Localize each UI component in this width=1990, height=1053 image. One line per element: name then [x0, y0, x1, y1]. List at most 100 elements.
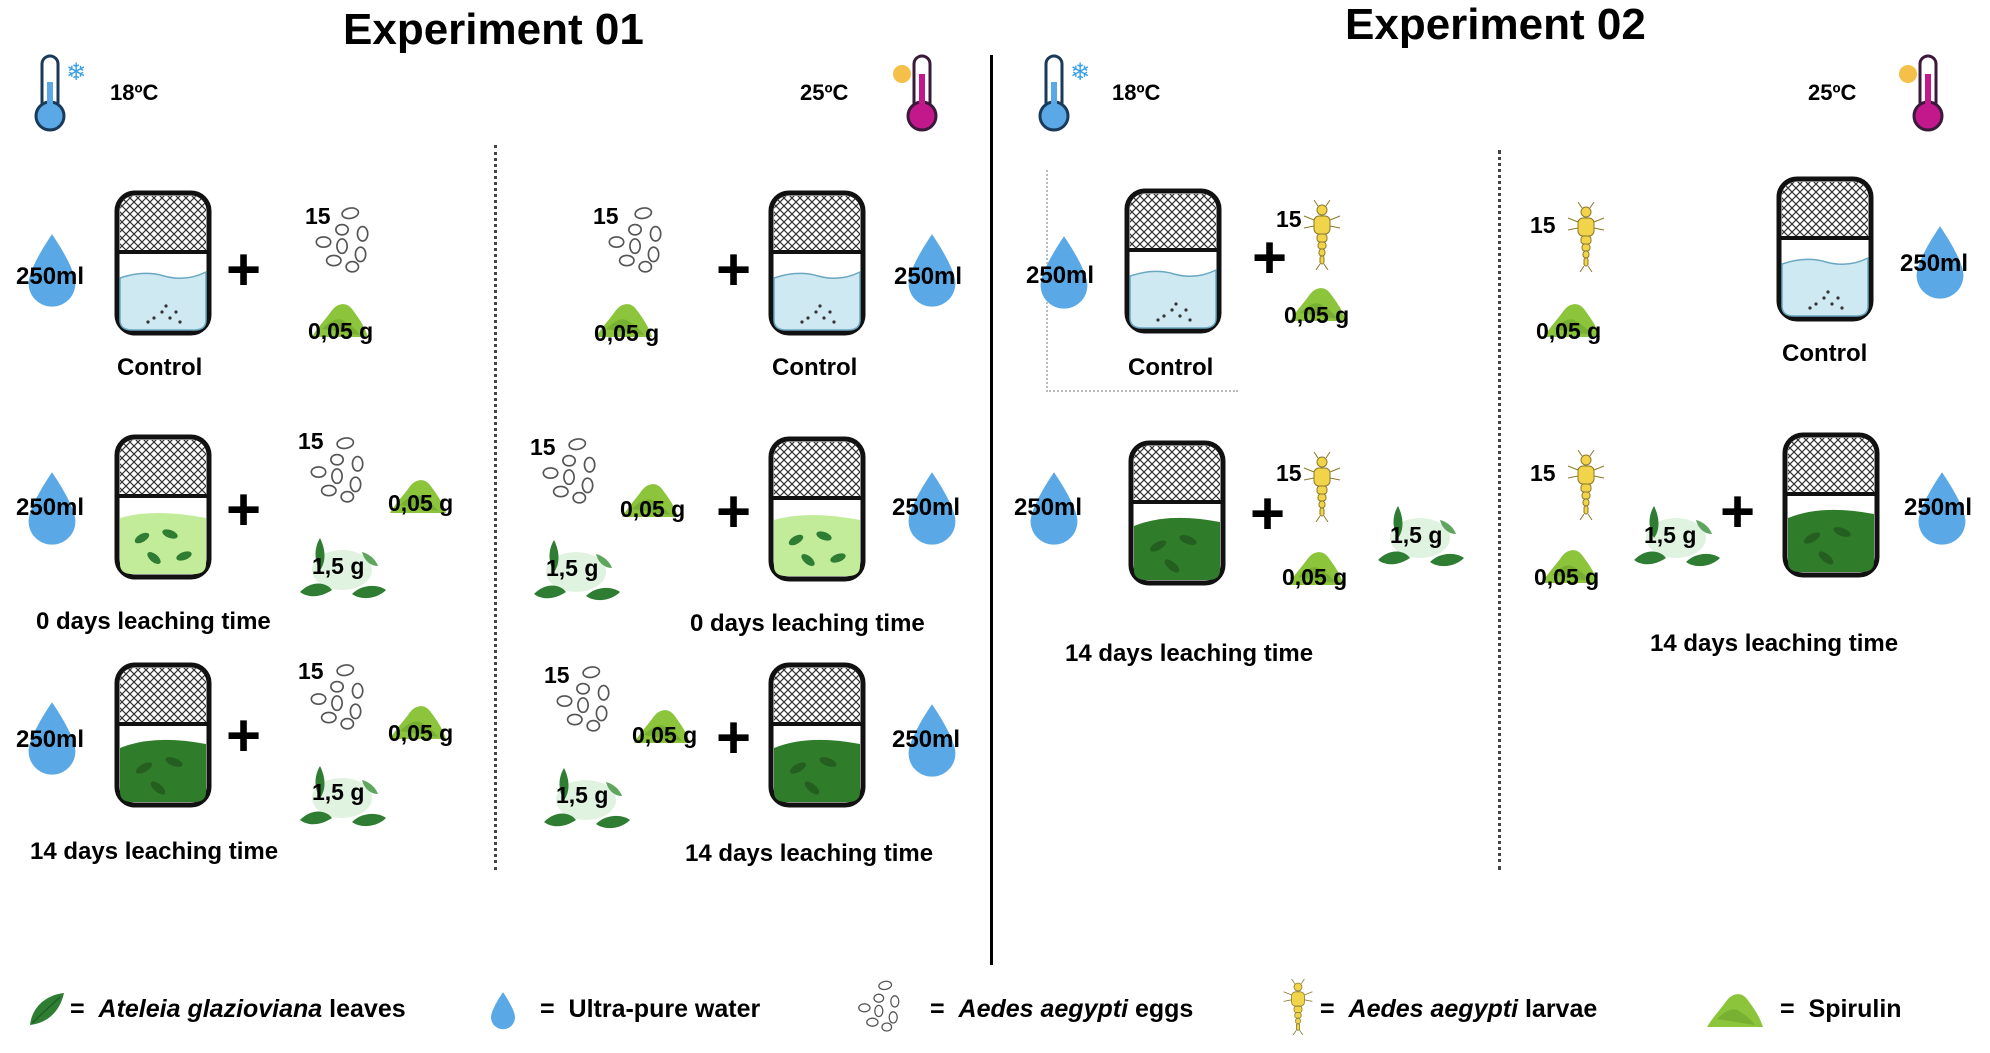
eggs-icon: [858, 979, 900, 1032]
thermometer-cold-icon: ❄: [1038, 54, 1090, 132]
caption-0-days: 0 days leaching time: [690, 610, 925, 637]
experiment-01-title: Experiment 01: [343, 5, 644, 54]
spirulin-amount: 0,05 g: [1536, 318, 1602, 344]
plus-icon: +: [1250, 480, 1286, 547]
temperature-cold-label: 18ºC: [1112, 80, 1161, 105]
temperature-divider: [494, 145, 497, 870]
legend-equals: =: [1320, 995, 1335, 1023]
spirulin-amount: 0,05 g: [1284, 302, 1350, 328]
eggs-count: 15: [298, 658, 324, 684]
spirulin-amount: 0,05 g: [620, 496, 686, 522]
leaves-amount: 1,5 g: [1390, 522, 1443, 548]
caption-14-days: 14 days leaching time: [1065, 640, 1314, 667]
leaves-amount: 1,5 g: [546, 555, 599, 581]
caption-14-days: 14 days leaching time: [685, 840, 934, 867]
spirulin-amount: 0,05 g: [632, 722, 698, 748]
volume-label: 250ml: [16, 726, 85, 753]
larva-icon: [1303, 452, 1341, 522]
eggs-icon: [310, 435, 364, 503]
jar-icon: [1124, 188, 1222, 334]
larva-icon: [1567, 202, 1605, 272]
legend-larvae-species: Aedes aegypti: [1348, 995, 1519, 1023]
larvae-count: 15: [1530, 460, 1556, 486]
volume-label: 250ml: [1900, 250, 1969, 277]
spirulin-amount: 0,05 g: [1534, 564, 1600, 590]
legend-eggs-label: = Aedes aegypti eggs: [930, 995, 1193, 1024]
volume-label: 250ml: [892, 494, 961, 521]
larvae-count: 15: [1276, 206, 1302, 232]
thermometer-warm-icon: [1899, 54, 1944, 132]
control-label: Control: [772, 354, 858, 381]
larva-icon: [1567, 450, 1605, 520]
caption-14-days: 14 days leaching time: [30, 838, 279, 865]
legend-water-label: = Ultra-pure water: [540, 995, 760, 1024]
eggs-count: 15: [298, 428, 324, 454]
leaves-amount: 1,5 g: [312, 779, 365, 805]
legend-water-text: Ultra-pure water: [568, 995, 761, 1023]
svg-text:❄: ❄: [66, 58, 86, 86]
experiment-02-title: Experiment 02: [1345, 0, 1646, 49]
temperature-divider: [1498, 150, 1501, 870]
caption-0-days: 0 days leaching time: [36, 608, 271, 635]
spirulin-amount: 0,05 g: [388, 490, 454, 516]
jar-icon: [768, 190, 866, 336]
svg-text:❄: ❄: [1070, 58, 1090, 86]
caption-14-days: 14 days leaching time: [1650, 630, 1899, 657]
legend-equals: =: [540, 995, 555, 1023]
volume-label: 250ml: [892, 726, 961, 753]
legend-eggs-species: Aedes aegypti: [958, 995, 1129, 1023]
jar-icon: [114, 190, 212, 336]
eggs-count: 15: [530, 434, 556, 460]
leaf-icon: [29, 992, 65, 1026]
legend: = Ateleia glazioviana leaves = Ultra-pur…: [20, 979, 1980, 1035]
volume-label: 250ml: [16, 263, 85, 290]
eggs-count: 15: [593, 203, 619, 229]
control-label: Control: [1782, 340, 1868, 367]
legend-leaves-label: = Ateleia glazioviana leaves: [70, 995, 406, 1024]
jar-icon: [114, 662, 212, 808]
larva-icon: [1283, 979, 1313, 1035]
water-drop-icon: [491, 992, 515, 1030]
legend-eggs-suffix: eggs: [1128, 995, 1194, 1023]
legend-leaves-suffix: leaves: [322, 995, 406, 1023]
control-label: Control: [117, 354, 203, 381]
eggs-count: 15: [305, 203, 331, 229]
legend-larvae-suffix: larvae: [1518, 995, 1598, 1023]
plus-icon: +: [716, 478, 752, 545]
plus-icon: +: [716, 704, 752, 771]
larvae-count: 15: [1276, 460, 1302, 486]
legend-spirulin-label: = Spirulin: [1780, 995, 1902, 1024]
experiment-divider: [990, 55, 993, 965]
legend-equals: =: [1780, 995, 1795, 1023]
spirulin-amount: 0,05 g: [594, 320, 660, 346]
jar-icon: [768, 436, 866, 582]
jar-icon: [1776, 176, 1874, 322]
spirulin-amount: 0,05 g: [308, 318, 374, 344]
thermometer-warm-icon: [893, 54, 938, 132]
legend-larvae-label: = Aedes aegypti larvae: [1320, 995, 1597, 1024]
jar-icon: [768, 662, 866, 808]
eggs-count: 15: [544, 662, 570, 688]
spirulin-amount: 0,05 g: [1282, 564, 1348, 590]
thermometer-cold-icon: ❄: [34, 54, 86, 132]
legend-equals: =: [70, 995, 85, 1023]
temperature-cold-label: 18ºC: [110, 80, 159, 105]
jar-icon: [1128, 440, 1226, 586]
plus-icon: +: [226, 702, 262, 769]
jar-icon: [1782, 432, 1880, 578]
legend-equals: =: [930, 995, 945, 1023]
plus-icon: +: [1720, 478, 1756, 545]
larva-icon: [1303, 200, 1341, 270]
eggs-icon: [542, 436, 596, 504]
volume-label: 250ml: [894, 263, 963, 290]
legend-leaves-species: Ateleia glazioviana: [98, 995, 323, 1023]
leaves-amount: 1,5 g: [556, 782, 609, 808]
plus-icon: +: [1252, 224, 1288, 291]
plus-icon: +: [716, 236, 752, 303]
volume-label: 250ml: [1026, 262, 1095, 289]
temperature-warm-label: 25ºC: [800, 80, 849, 105]
eggs-icon: [310, 662, 364, 730]
legend-spirulin-text: Spirulin: [1808, 995, 1902, 1023]
spirulin-icon: [1707, 994, 1763, 1027]
volume-label: 250ml: [1904, 494, 1973, 521]
